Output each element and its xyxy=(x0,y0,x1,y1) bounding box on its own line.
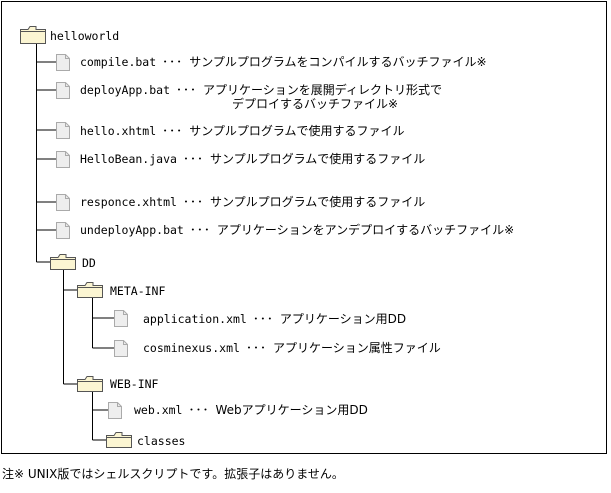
folder-name: WEB-INF xyxy=(110,377,159,391)
folder-icon xyxy=(50,254,76,270)
folder-icon xyxy=(20,26,46,44)
separator-dots: ･･･ xyxy=(245,341,267,355)
file-name: responce.xhtml xyxy=(80,195,177,209)
file-entry: hello.xhtml ･･･ サンプルプログラムで使用するファイル xyxy=(80,124,404,138)
separator-dots: ･･･ xyxy=(189,223,211,237)
file-description: アプリケーション用DD xyxy=(279,312,407,326)
folder-icon xyxy=(106,432,132,448)
directory-tree-frame xyxy=(1,1,607,454)
file-name: cosminexus.xml xyxy=(143,341,240,355)
file-name: deployApp.bat xyxy=(80,83,171,97)
file-description: アプリケーションを展開ディレクトリ形式で xyxy=(203,83,442,97)
file-description: サンプルプログラムをコンパイルするバッチファイル※ xyxy=(189,55,487,69)
file-name: web.xml xyxy=(134,403,183,417)
file-icon xyxy=(56,151,70,168)
folder-name: META-INF xyxy=(110,284,166,298)
meta-inf-folder-label: META-INF xyxy=(110,284,165,298)
file-icon xyxy=(56,194,70,211)
file-description: サンプルプログラムで使用するファイル xyxy=(189,124,405,138)
file-entry: compile.bat ･･･ サンプルプログラムをコンパイルするバッチファイル※ xyxy=(80,55,487,69)
file-icon xyxy=(56,54,70,71)
web-inf-folder-label: WEB-INF xyxy=(110,377,158,391)
folder-icon xyxy=(77,282,103,298)
file-name: compile.bat xyxy=(80,55,157,69)
file-icon xyxy=(56,222,70,239)
file-name: application.xml xyxy=(143,312,247,326)
file-description-line2: デプロイするバッチファイル※ xyxy=(232,97,399,111)
separator-dots: ･･･ xyxy=(182,195,204,209)
file-entry: HelloBean.java ･･･ サンプルプログラムで使用するファイル xyxy=(80,152,425,166)
folder-name: classes xyxy=(137,434,186,448)
file-icon xyxy=(108,402,122,419)
file-icon xyxy=(56,122,70,139)
file-icon xyxy=(114,340,128,357)
separator-dots: ･･･ xyxy=(252,312,274,326)
file-entry: deployApp.bat ･･･ アプリケーションを展開ディレクトリ形式で xyxy=(80,83,442,97)
separator-dots: ･･･ xyxy=(162,55,184,69)
classes-folder-label: classes xyxy=(137,434,185,448)
footnote: 注※ UNIX版ではシェルスクリプトです。拡張子はありません。 xyxy=(2,467,344,481)
separator-dots: ･･･ xyxy=(162,124,184,138)
file-icon xyxy=(56,82,70,99)
file-entry: undeployApp.bat ･･･ アプリケーションをアンデプロイするバッチファ… xyxy=(80,223,514,237)
file-name: HelloBean.java xyxy=(80,152,177,166)
file-description: サンプルプログラムで使用するファイル xyxy=(209,195,426,209)
separator-dots: ･･･ xyxy=(182,152,204,166)
folder-name: helloworld xyxy=(50,29,120,43)
file-description: アプリケーションをアンデプロイするバッチファイル※ xyxy=(216,223,515,237)
separator-dots: ･･･ xyxy=(188,403,210,417)
file-entry: responce.xhtml ･･･ サンプルプログラムで使用するファイル xyxy=(80,195,425,209)
folder-name: DD xyxy=(82,256,96,270)
file-description: アプリケーション属性ファイル xyxy=(272,341,441,355)
file-name: undeployApp.bat xyxy=(80,223,184,237)
file-description: サンプルプログラムで使用するファイル xyxy=(209,152,426,166)
file-icon xyxy=(114,310,128,327)
file-name: hello.xhtml xyxy=(80,124,157,138)
file-description: Webアプリケーション用DD xyxy=(215,403,368,417)
separator-dots: ･･･ xyxy=(176,83,198,97)
file-entry: application.xml ･･･ アプリケーション用DD xyxy=(143,312,406,326)
folder-icon xyxy=(77,376,103,392)
root-folder-label: helloworld xyxy=(50,29,119,43)
dd-folder-label: DD xyxy=(82,256,96,270)
file-entry: cosminexus.xml ･･･ アプリケーション属性ファイル xyxy=(143,341,441,355)
file-entry: web.xml ･･･ Webアプリケーション用DD xyxy=(134,403,368,417)
